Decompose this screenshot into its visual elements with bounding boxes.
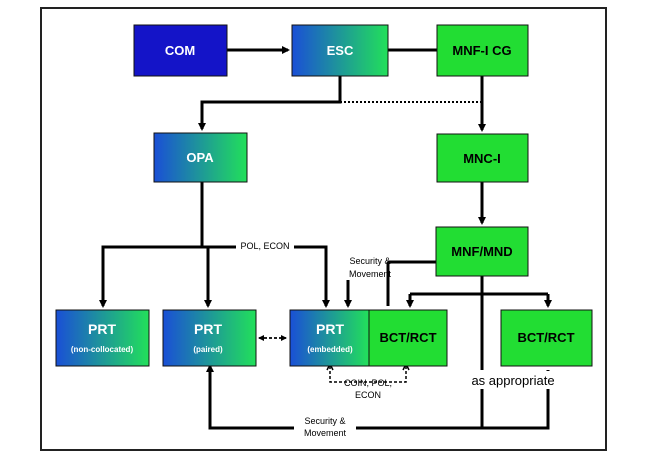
coin-pol-label-line2: ECON <box>355 390 381 400</box>
prt-embedded-label: PRT <box>316 321 344 337</box>
prt-noncollocated-label: PRT <box>88 321 116 337</box>
pol-econ-label-bg <box>236 239 294 253</box>
node-mnf-mnd-label: MNF/MND <box>451 244 512 259</box>
node-mnf-i-cg-label: MNF-I CG <box>452 43 511 58</box>
as-appropriate-bg <box>462 371 564 389</box>
security-movement-top-line2: Movement <box>349 269 392 279</box>
prt-noncollocated-sublabel: (non-collocated) <box>71 345 134 354</box>
pol-econ-label: POL, ECON <box>240 241 289 251</box>
node-esc-label: ESC <box>327 43 354 58</box>
security-movement-bottom-line2: Movement <box>304 428 347 438</box>
edge-coin-loop <box>329 366 407 383</box>
prt-paired-sublabel: (paired) <box>193 345 223 354</box>
node-mnf-mnd[interactable]: MNF/MND <box>435 226 529 277</box>
node-esc[interactable]: ESC <box>291 24 389 77</box>
security-movement-top-line1: Security & <box>349 256 390 266</box>
prt-embedded-sublabel: (embedded) <box>307 345 353 354</box>
bct-rct-2-label: BCT/RCT <box>517 330 574 345</box>
node-bct-rct-1[interactable]: BCT/RCT <box>368 309 448 367</box>
node-mnc-i[interactable]: MNC-I <box>436 133 529 183</box>
node-com[interactable]: COM <box>133 24 228 77</box>
security-movement-bottom-bg <box>294 414 356 440</box>
edge-opa-prt-embedded <box>202 245 330 308</box>
edge-opa-prt-noncollocated <box>99 245 202 308</box>
node-prt-embedded[interactable]: PRT (embedded) <box>289 309 370 367</box>
node-com-label: COM <box>165 43 195 58</box>
node-prt-noncollocated[interactable]: PRT (non-collocated) <box>55 309 150 367</box>
node-prt-paired[interactable]: PRT (paired) <box>162 309 257 367</box>
edge-esc-opa <box>198 76 342 131</box>
as-appropriate-label: as appropriate <box>471 373 554 388</box>
prt-paired-label: PRT <box>194 321 222 337</box>
edge-bottom-security <box>206 364 550 430</box>
node-opa[interactable]: OPA <box>153 132 248 183</box>
node-mnc-i-label: MNC-I <box>463 151 501 166</box>
bct-rct-1-label: BCT/RCT <box>379 330 436 345</box>
node-mnf-i-cg[interactable]: MNF-I CG <box>436 24 529 77</box>
node-bct-rct-2[interactable]: BCT/RCT <box>500 309 593 367</box>
coin-pol-label-line1: COIN, POL, <box>344 378 392 388</box>
node-opa-label: OPA <box>186 150 214 165</box>
security-movement-bottom-line1: Security & <box>304 416 345 426</box>
